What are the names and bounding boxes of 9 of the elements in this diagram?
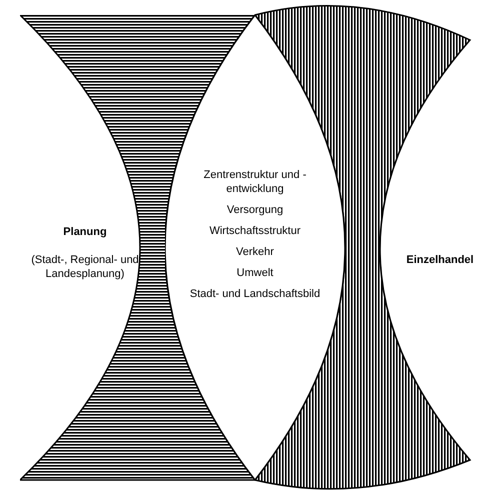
body-text: Wirtschaftsstruktur <box>208 224 302 238</box>
heading-text: Planung <box>62 225 108 239</box>
body-text: Verkehr <box>235 245 275 259</box>
body-text: Umwelt <box>236 266 274 280</box>
body-text: Versorgung <box>226 203 284 217</box>
body-text: (Stadt-, Regional- und Landesplanung) <box>30 253 140 281</box>
body-text: Stadt- und Landschaftsbild <box>188 287 322 301</box>
heading-text: Einzelhandel <box>405 253 475 267</box>
body-text: Zentrenstruktur und -entwicklung <box>202 168 308 196</box>
